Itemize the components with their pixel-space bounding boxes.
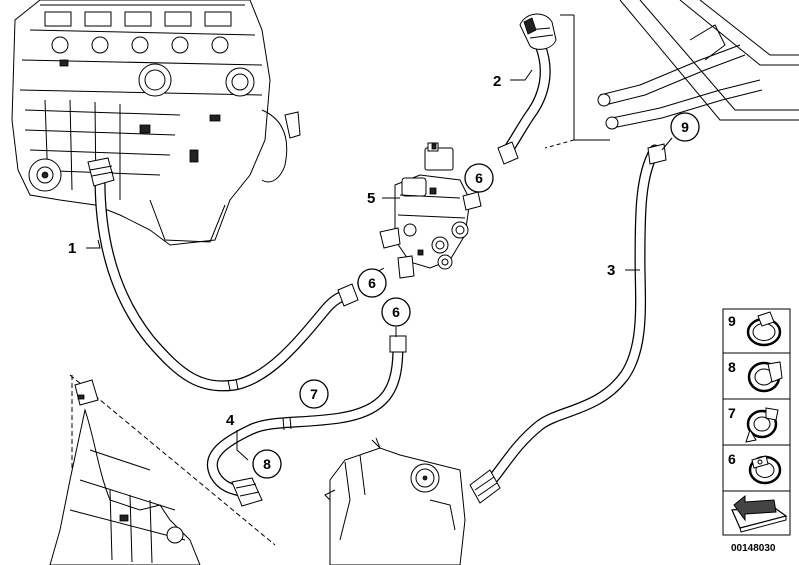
hose-clamp-icon <box>747 361 783 393</box>
callout-1: 1 <box>68 240 76 257</box>
hose-clamp-icon <box>746 311 782 347</box>
legend-row-9: 9 <box>728 311 782 347</box>
shim-arrow-icon <box>731 494 788 533</box>
callout-4: 4 <box>226 412 235 429</box>
legend-row-7: 7 <box>728 405 779 443</box>
legend-row-8: 8 <box>728 359 783 393</box>
circle-9-label: 9 <box>681 119 689 135</box>
expansion-tank <box>324 437 466 565</box>
hose-4 <box>207 335 407 507</box>
hose-3 <box>469 143 667 504</box>
clamp-legend: 9 8 7 <box>722 308 791 536</box>
circle-9: 9 <box>670 112 700 142</box>
legend-label-7: 7 <box>728 405 736 421</box>
radiator-detail <box>49 374 276 565</box>
circle-6-lower: 6 <box>381 297 411 327</box>
solenoid-valve-5 <box>379 142 482 279</box>
hose-clamp-icon <box>745 407 779 443</box>
circle-6-valve-left-label: 6 <box>368 275 376 291</box>
callout-3: 3 <box>607 262 615 279</box>
legend-row-6: 6 <box>728 451 782 485</box>
callout-2: 2 <box>493 73 501 90</box>
circle-6-lower-label: 6 <box>392 304 400 320</box>
callout-5: 5 <box>367 190 375 207</box>
engine-block <box>11 0 301 246</box>
circle-8: 8 <box>252 449 282 479</box>
legend-label-9: 9 <box>728 313 736 329</box>
heater-core-pipes <box>544 0 799 149</box>
diagram-code: 00148030 <box>731 543 776 554</box>
legend-label-6: 6 <box>728 451 736 467</box>
hose-clamp-icon <box>748 455 782 485</box>
part-callouts: 1 2 3 4 5 <box>68 73 615 429</box>
circle-7: 7 <box>299 379 329 409</box>
circle-6-valve-top-label: 6 <box>475 170 483 186</box>
circle-6-valve-top: 6 <box>464 163 494 193</box>
hose-1 <box>87 157 359 392</box>
circle-callouts: 6 6 6 7 8 9 <box>252 112 700 479</box>
legend-row-shim <box>731 494 788 533</box>
circle-7-label: 7 <box>310 386 318 402</box>
hose-2 <box>497 13 557 165</box>
circle-8-label: 8 <box>263 456 271 472</box>
legend-label-8: 8 <box>728 359 736 375</box>
circle-6-valve-left: 6 <box>357 268 387 298</box>
